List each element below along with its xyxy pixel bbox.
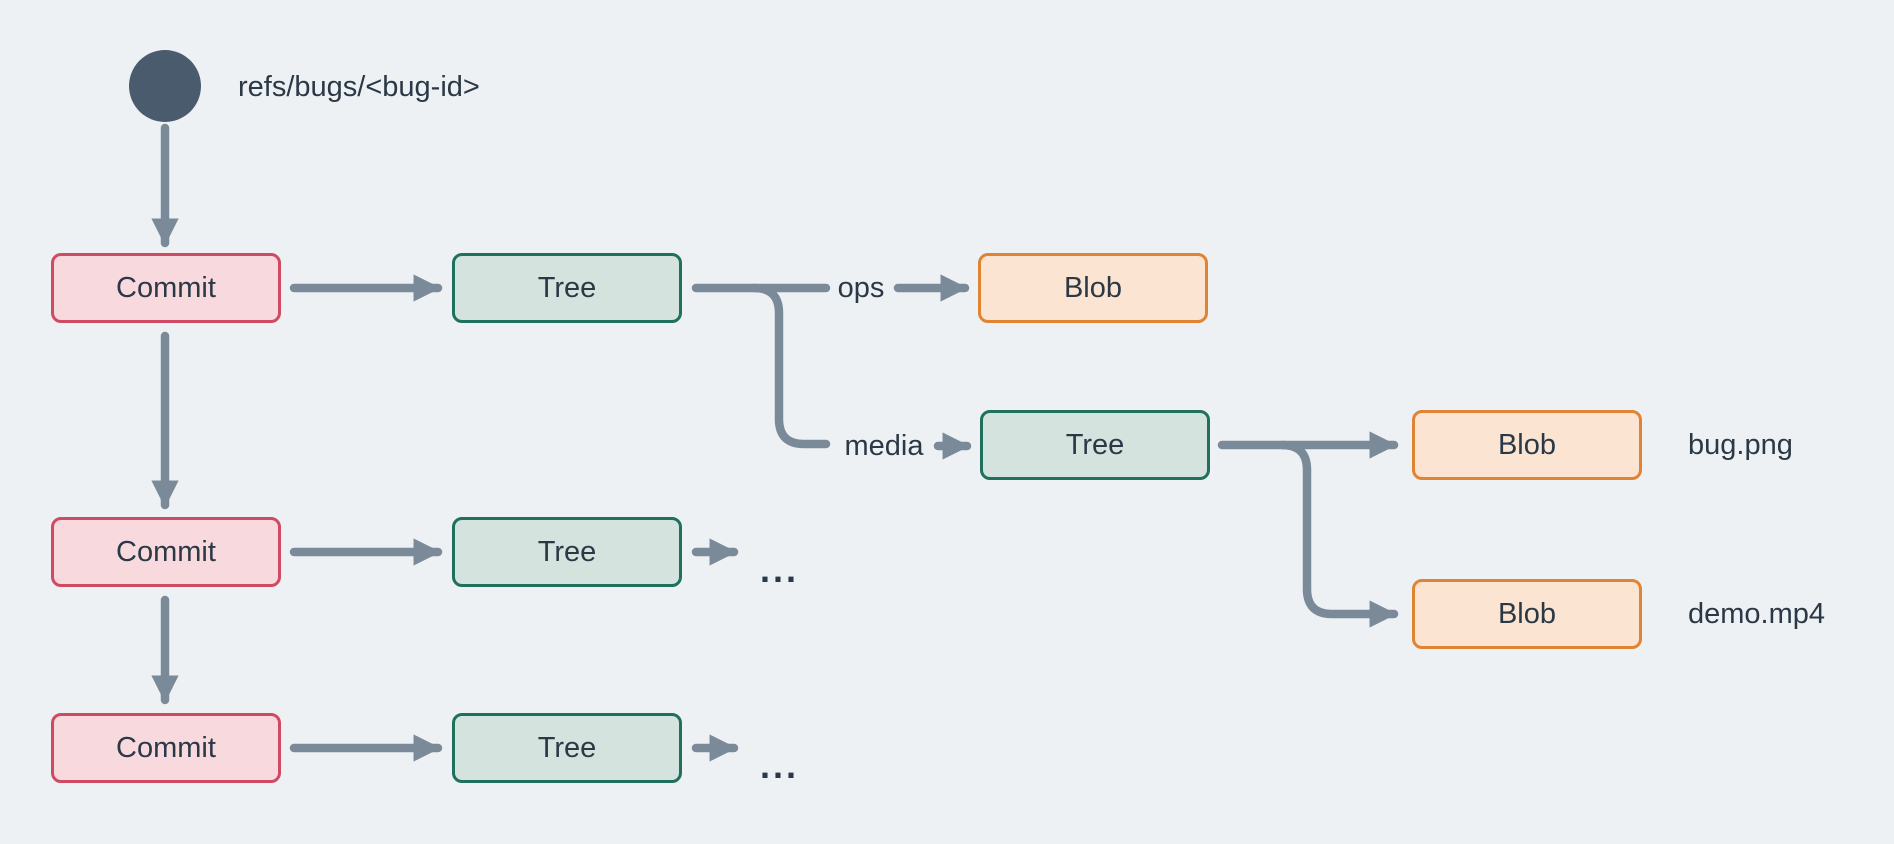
ellipsis-mid: ...: [760, 549, 800, 590]
node-commit-1: Commit: [51, 253, 281, 323]
edge-tree-root-branch-media: [749, 283, 831, 449]
ref-dot: [129, 50, 201, 122]
edge-label-media: media: [844, 430, 924, 462]
node-blob-bug: Blob: [1412, 410, 1642, 480]
file-label-bug-png: bug.png: [1688, 429, 1793, 461]
edge-tree-media-to-blob-demo: [1277, 440, 1399, 628]
ellipsis-bottom: ...: [760, 745, 800, 786]
node-tree-mid: Tree: [452, 517, 682, 587]
edge-label-ops: ops: [837, 272, 885, 304]
ref-label: refs/bugs/<bug-id>: [238, 71, 480, 103]
node-blob-demo: Blob: [1412, 579, 1642, 649]
node-blob-ops: Blob: [978, 253, 1208, 323]
node-tree-root: Tree: [452, 253, 682, 323]
node-commit-2: Commit: [51, 517, 281, 587]
node-tree-bottom: Tree: [452, 713, 682, 783]
node-commit-3: Commit: [51, 713, 281, 783]
file-label-demo-mp4: demo.mp4: [1688, 598, 1826, 630]
node-tree-media: Tree: [980, 410, 1210, 480]
